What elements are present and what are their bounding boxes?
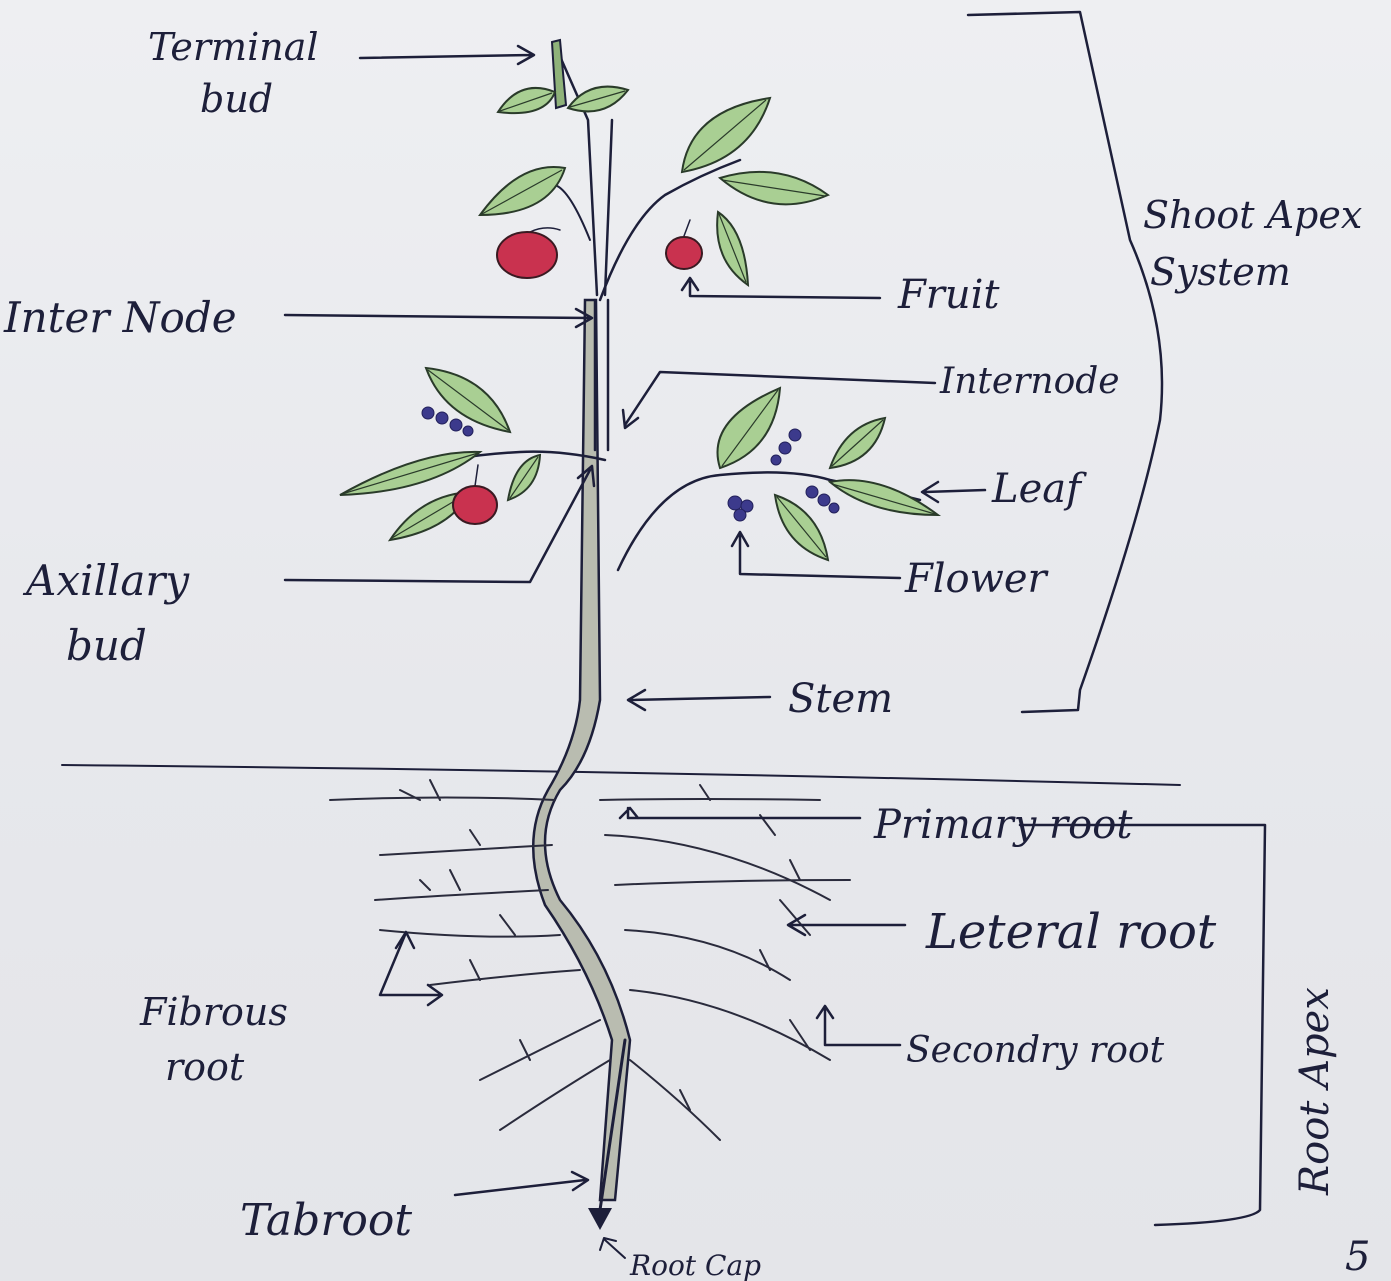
root-apex-bracket xyxy=(1020,825,1265,1225)
ground-line xyxy=(62,765,1180,785)
leaf-6 xyxy=(717,212,748,285)
label-stem: Stem xyxy=(788,676,893,722)
label-flower: Flower xyxy=(904,556,1050,602)
label-axillary-bud-line1: Axillary xyxy=(22,556,190,605)
flower-2 xyxy=(771,429,801,465)
leaf-13 xyxy=(830,480,938,515)
leaf-11 xyxy=(718,388,781,468)
label-lateral-root: Leteral root xyxy=(925,904,1217,960)
label-terminal-bud-line1: Terminal xyxy=(148,25,319,69)
label-internode-right: Internode xyxy=(939,361,1120,402)
leaf-2 xyxy=(568,87,628,112)
label-root-apex: Root Apex xyxy=(1292,987,1338,1196)
label-secondary-root: Secondry root xyxy=(906,1030,1165,1071)
leaf-4 xyxy=(682,98,770,172)
label-terminal-bud-line2: bud xyxy=(200,77,273,121)
label-primary-root: Primary root xyxy=(873,802,1133,848)
label-leaf: Leaf xyxy=(991,466,1087,512)
root-cap xyxy=(588,1208,612,1230)
fruit-1 xyxy=(497,232,557,278)
leaf-3 xyxy=(480,167,565,215)
page-mark: 5 xyxy=(1345,1234,1370,1280)
leaf-12 xyxy=(830,418,885,468)
label-inter-node-left: Inter Node xyxy=(3,293,237,342)
label-taproot: Tabroot xyxy=(240,1195,412,1246)
leaf-5 xyxy=(720,172,828,204)
flower-3 xyxy=(728,496,753,521)
flower-4 xyxy=(806,486,839,513)
label-fibrous-root-line1: Fibrous xyxy=(139,990,288,1034)
fruit-2 xyxy=(666,237,702,269)
label-shoot-apex-line2: System xyxy=(1150,250,1291,294)
fruit-3 xyxy=(453,486,497,524)
leaf-10 xyxy=(508,455,540,500)
label-axillary-bud-line2: bud xyxy=(66,621,147,670)
label-root-cap: Root Cap xyxy=(629,1249,761,1281)
label-shoot-apex-line1: Shoot Apex xyxy=(1143,193,1362,237)
label-fruit: Fruit xyxy=(897,272,1000,318)
leaf-8 xyxy=(340,452,480,495)
terminal-bud xyxy=(552,40,566,108)
leaves xyxy=(340,87,938,560)
leaf-1 xyxy=(498,88,555,113)
label-fibrous-root-line2: root xyxy=(165,1045,245,1089)
